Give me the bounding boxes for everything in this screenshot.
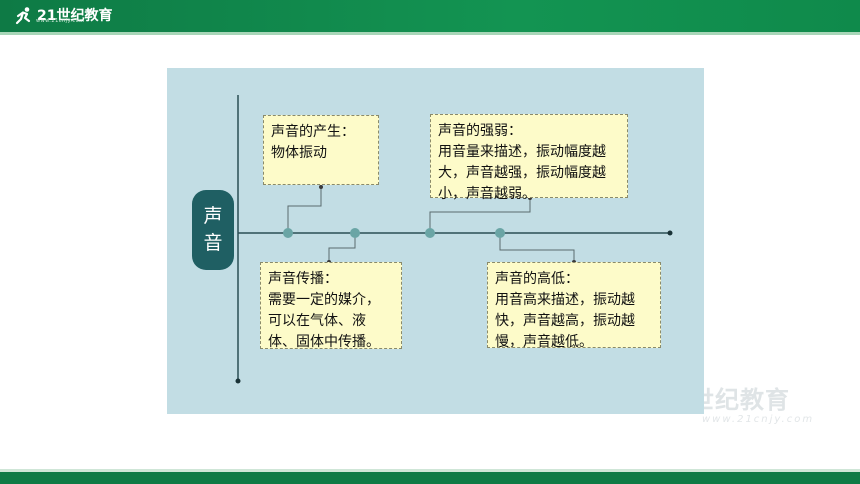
timeline-node-2 bbox=[350, 228, 360, 238]
connector-production bbox=[287, 188, 322, 233]
watermark-logo: 世纪教育 bbox=[690, 386, 790, 414]
root-char-2: 音 bbox=[203, 232, 223, 254]
logo-text: 21世纪教育 bbox=[37, 8, 113, 24]
timeline-node-1 bbox=[283, 228, 293, 238]
node-title: 声音的强弱： bbox=[438, 123, 522, 139]
site-logo: 21世纪教育 bbox=[14, 4, 112, 28]
node-line: 体、固体中传播。 bbox=[268, 334, 380, 350]
timeline-node-3 bbox=[425, 228, 435, 238]
root-node-sound: 声 音 bbox=[192, 190, 234, 270]
footer-accent-line bbox=[0, 469, 860, 472]
connector-pitch bbox=[499, 233, 575, 262]
node-title: 声音的产生： bbox=[271, 124, 355, 140]
connector-production-end bbox=[319, 185, 323, 189]
connector-transmission bbox=[328, 233, 356, 262]
node-sound-production: 声音的产生： 物体振动 bbox=[263, 115, 379, 185]
node-line: 可以在气体、液 bbox=[268, 313, 366, 329]
node-sound-transmission: 声音传播： 需要一定的媒介， 可以在气体、液 体、固体中传播。 bbox=[260, 262, 402, 350]
header-accent-line bbox=[0, 32, 860, 35]
node-sound-loudness: 声音的强弱： 用音量来描述，振动幅度越 大，声音越强，振动幅度越 小，声音越弱。 bbox=[430, 114, 628, 202]
node-line: 用音高来描述，振动越 bbox=[495, 292, 635, 308]
node-line: 快，声音越高，振动越 bbox=[495, 313, 635, 329]
node-line: 大，声音越强，振动幅度越 bbox=[438, 165, 606, 181]
footer-bar bbox=[0, 472, 860, 484]
timeline-node-4 bbox=[495, 228, 505, 238]
axis-end-dot bbox=[235, 378, 241, 384]
node-sound-pitch: 声音的高低： 用音高来描述，振动越 快，声音越高，振动越 慢，声音越低。 bbox=[487, 262, 661, 350]
watermark-url: www.21cnjy.com bbox=[702, 414, 815, 425]
timeline-end-dot bbox=[667, 230, 673, 236]
node-title: 声音的高低： bbox=[495, 271, 579, 287]
header-bar bbox=[0, 0, 860, 32]
node-line: 慢，声音越低。 bbox=[495, 334, 593, 350]
node-title: 声音传播： bbox=[268, 271, 338, 287]
node-line: 用音量来描述，振动幅度越 bbox=[438, 144, 606, 160]
connector-loudness bbox=[429, 199, 531, 233]
node-line: 物体振动 bbox=[271, 145, 327, 161]
root-char-1: 声 bbox=[203, 205, 223, 227]
logo-url: www.21cnjy.com bbox=[36, 18, 85, 24]
runner-logo-icon bbox=[15, 7, 31, 25]
node-line: 需要一定的媒介， bbox=[268, 292, 380, 308]
node-line: 小，声音越弱。 bbox=[438, 186, 536, 202]
